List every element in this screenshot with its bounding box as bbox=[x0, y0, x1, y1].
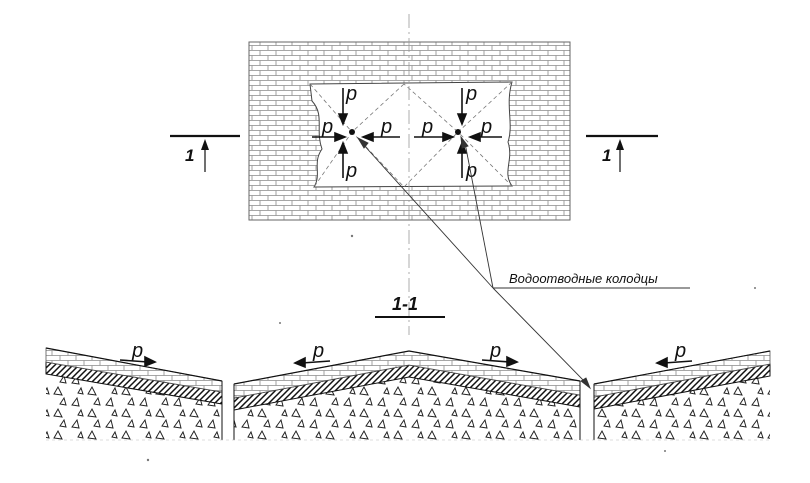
slope-label: p bbox=[465, 160, 477, 182]
slope-label: p bbox=[421, 116, 433, 138]
slope-label: p bbox=[674, 340, 686, 362]
slope-arrow bbox=[481, 355, 519, 368]
slope-label: p bbox=[345, 83, 357, 105]
slope-label: p bbox=[480, 116, 492, 138]
section-mark-number: 1 bbox=[602, 146, 611, 165]
section-view: p p p p bbox=[45, 340, 771, 441]
soil-fill bbox=[594, 370, 770, 440]
drainage-well-right bbox=[455, 129, 461, 135]
scan-specks bbox=[146, 234, 756, 462]
soil-fill bbox=[46, 368, 222, 440]
slope-arrow bbox=[337, 88, 349, 127]
slope-arrow bbox=[293, 356, 331, 369]
slope-arrow bbox=[337, 140, 349, 178]
slope-label: p bbox=[345, 160, 357, 182]
slope-label: p bbox=[312, 340, 324, 362]
slope-label: p bbox=[489, 340, 501, 362]
callout-label: Водоотводные колодцы bbox=[509, 271, 658, 286]
slope-arrow bbox=[467, 131, 502, 143]
slope-arrow bbox=[312, 131, 348, 143]
slope-arrow bbox=[456, 88, 468, 127]
slope-arrow bbox=[119, 355, 157, 368]
drainage-well-left bbox=[349, 129, 355, 135]
section-mark-left: 1 bbox=[170, 134, 240, 172]
slope-label: p bbox=[380, 116, 392, 138]
plan-view: p p p p p p p p bbox=[248, 41, 571, 221]
slope-arrow bbox=[414, 131, 456, 143]
section-title: 1-1 bbox=[392, 294, 418, 314]
slope-label: p bbox=[321, 116, 333, 138]
callout-leaders bbox=[356, 135, 690, 390]
slope-arrow bbox=[655, 356, 693, 369]
section-mark-number: 1 bbox=[185, 146, 194, 165]
slope-label: p bbox=[465, 83, 477, 105]
slope-label: p bbox=[131, 340, 143, 362]
section-mark-right: 1 bbox=[586, 134, 658, 172]
slope-arrow bbox=[360, 131, 400, 143]
